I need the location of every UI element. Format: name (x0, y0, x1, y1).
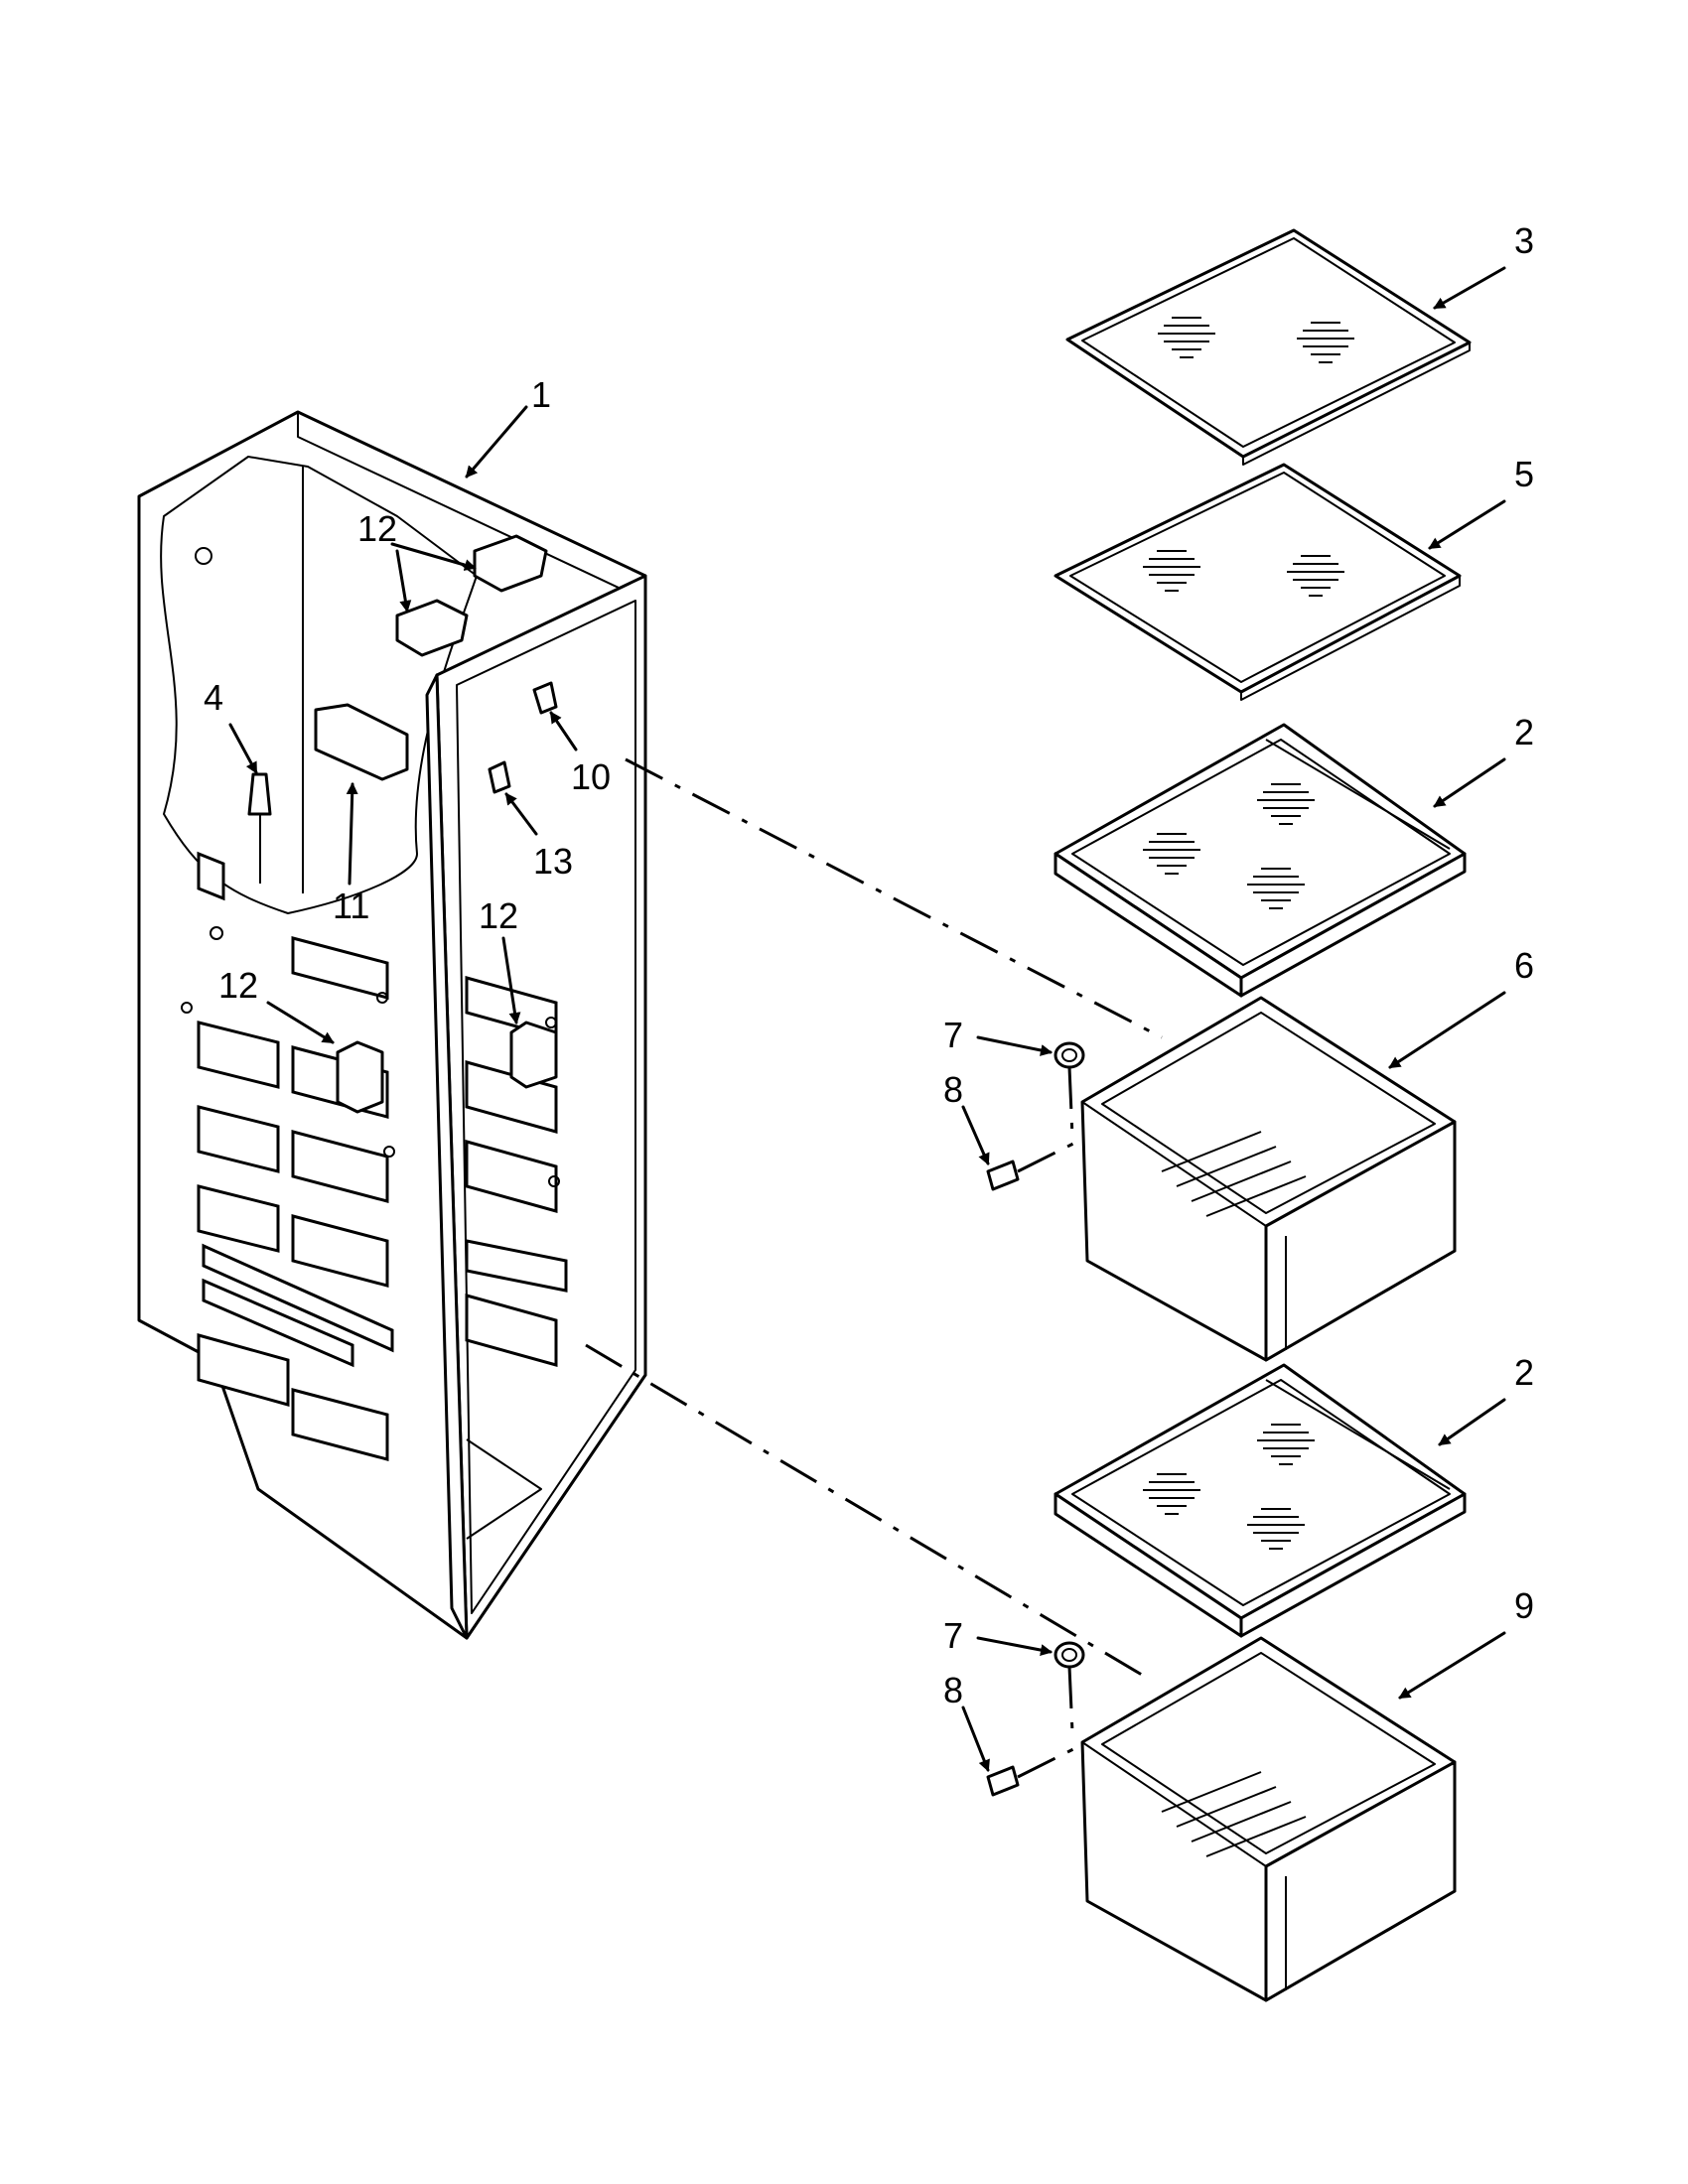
screw-8-top (986, 1160, 1020, 1191)
alignment-line-top (625, 757, 1163, 1039)
spillguard-shelf-2-top (1054, 723, 1467, 998)
callout-4: 4 (204, 677, 223, 718)
callout-7-bottom: 7 (943, 1615, 963, 1656)
drawer-9-ribs (1161, 1771, 1307, 1857)
callout-12-back: 12 (218, 965, 258, 1006)
back-wire-harness (336, 1040, 384, 1114)
roller-7-bottom (1054, 1641, 1085, 1669)
crisper-drawer-6 (1080, 996, 1457, 1362)
refrigerator-liner (137, 410, 647, 1640)
callout-1: 1 (531, 374, 551, 415)
callout-12-side: 12 (479, 895, 518, 936)
callout-5: 5 (1514, 454, 1534, 494)
callout-10: 10 (571, 756, 611, 797)
connector-10 (532, 681, 558, 715)
spillguard-shelf-2-bottom (1054, 1363, 1467, 1638)
leader-arrows (228, 266, 1506, 1772)
control-switch-top-2 (395, 599, 469, 657)
glass-shelf-5 (1054, 463, 1462, 701)
temp-sensor (247, 772, 272, 816)
callout-11: 11 (333, 886, 369, 926)
liner-holes (181, 547, 560, 1187)
callout-3: 3 (1514, 220, 1534, 261)
glass-shelf-3 (1065, 228, 1472, 466)
crisper-drawer-9 (1080, 1636, 1457, 2002)
liner-vents (197, 851, 558, 1461)
callout-9: 9 (1514, 1585, 1534, 1626)
side-wire-harness (509, 1021, 558, 1089)
callout-7-top: 7 (943, 1015, 963, 1055)
connector-13 (488, 760, 511, 794)
alignment-line-bottom (585, 1343, 1148, 1680)
roller-7-top (1054, 1041, 1085, 1069)
callout-8-bottom: 8 (943, 1670, 963, 1710)
callout-8-top: 8 (943, 1069, 963, 1110)
light-housing (314, 703, 409, 781)
callout-2-top: 2 (1514, 712, 1534, 752)
callout-13: 13 (533, 841, 573, 882)
callout-12-top: 12 (357, 508, 397, 549)
callout-6: 6 (1514, 945, 1534, 986)
screw-8-bottom (986, 1765, 1020, 1797)
callout-2-bottom: 2 (1514, 1352, 1534, 1393)
drawer-6-ribs (1161, 1131, 1307, 1217)
callout-labels: 1 3 5 2 6 2 9 12 4 11 10 13 12 12 7 8 7 … (204, 220, 1534, 1710)
control-switch-top-1 (473, 534, 548, 593)
